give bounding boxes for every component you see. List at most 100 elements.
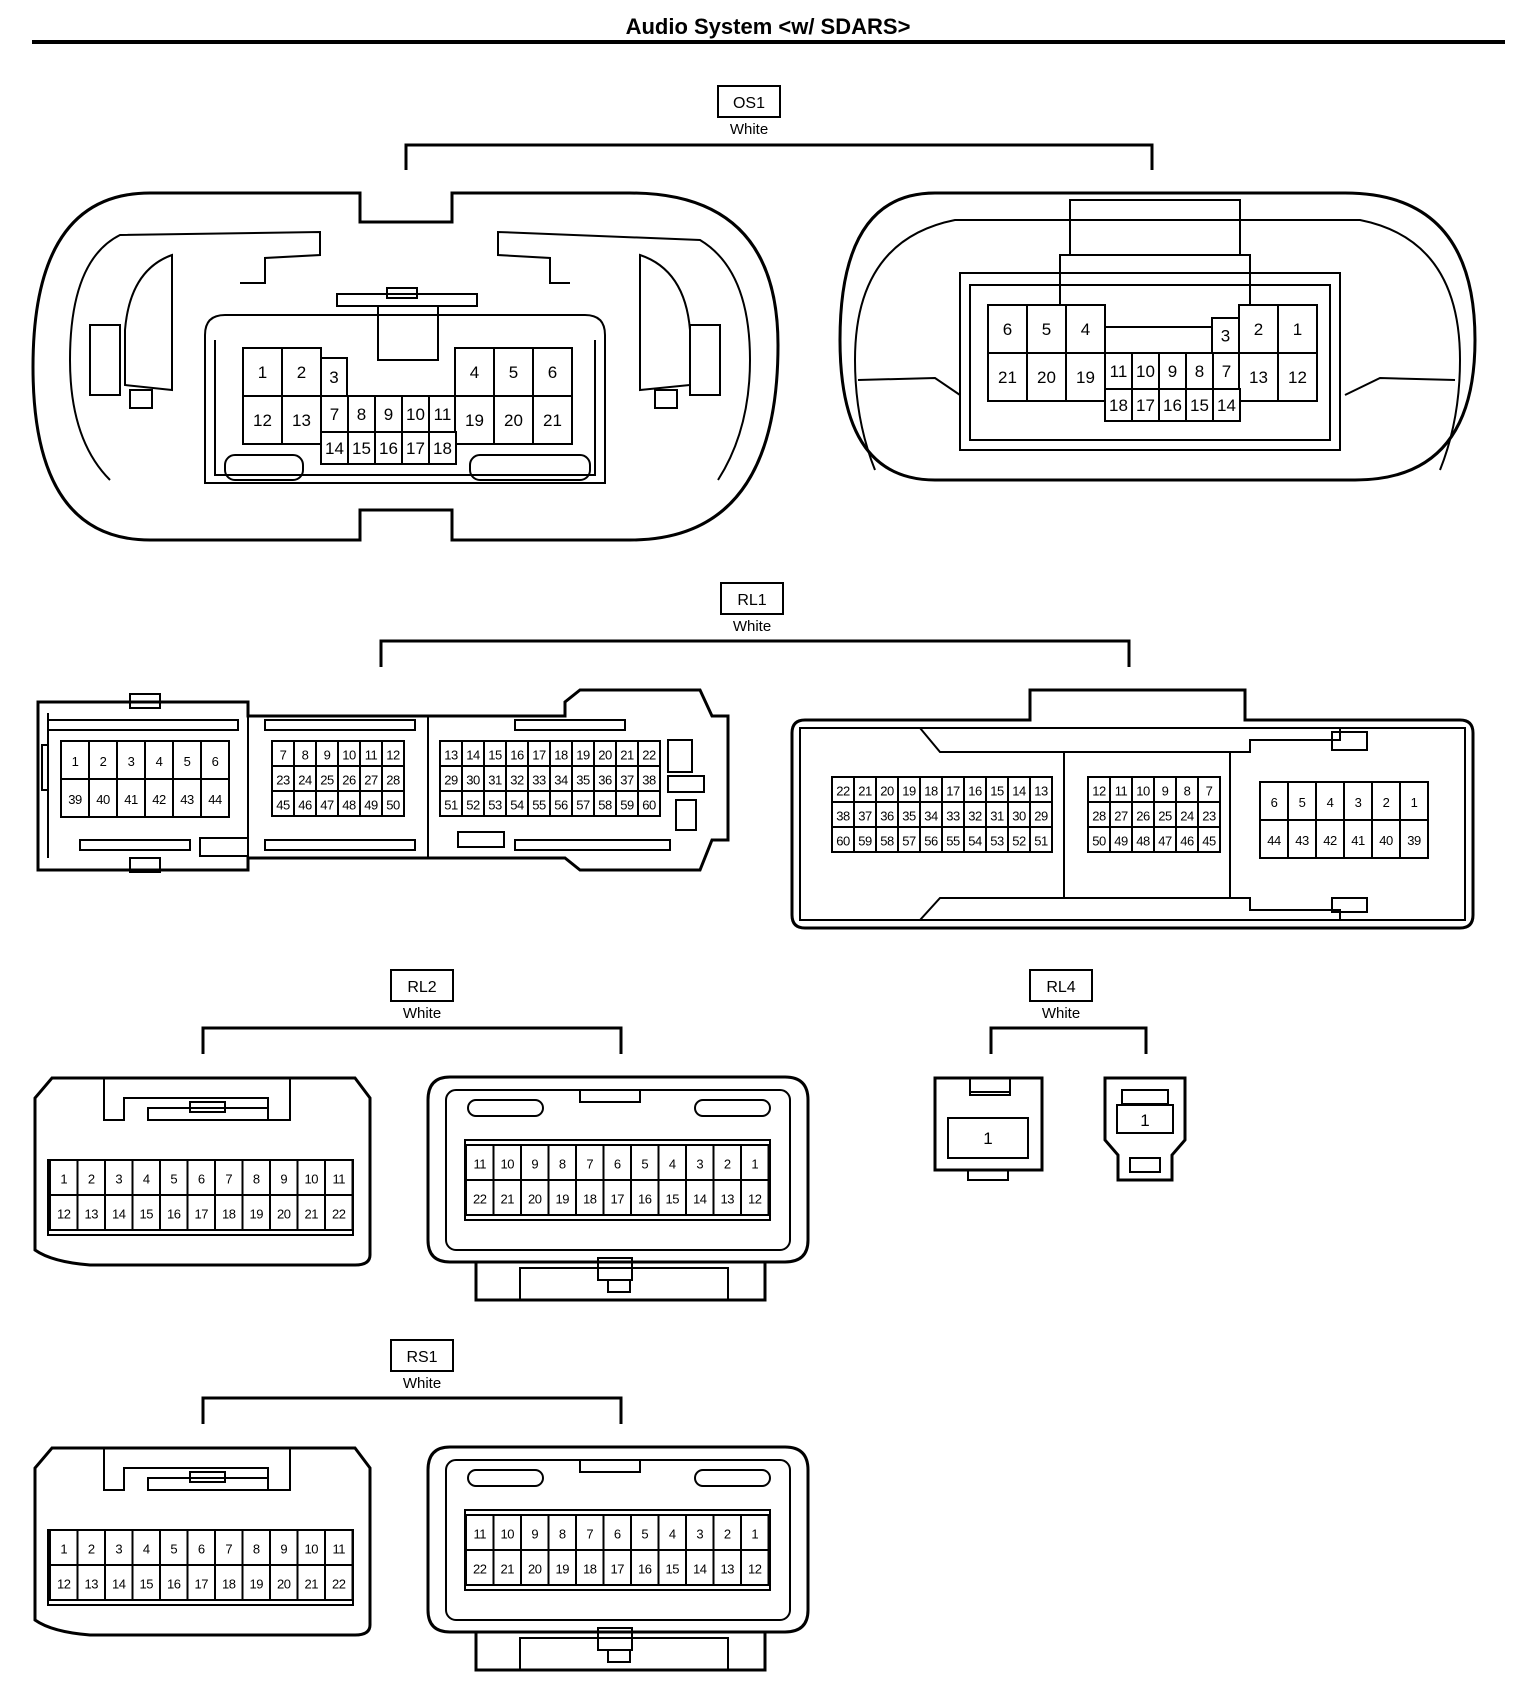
pin-label: 2: [297, 363, 306, 382]
pin-label: 10: [1136, 784, 1150, 799]
pin-label: 14: [693, 1192, 707, 1207]
pin-label: 29: [1034, 809, 1048, 824]
pin-label: 24: [1180, 809, 1194, 824]
pin-label: 52: [466, 798, 480, 813]
pin-label: 9: [531, 1157, 538, 1172]
pin-label: 44: [1267, 833, 1281, 848]
pin-label: 2: [1254, 320, 1263, 339]
pin-label: 16: [167, 1577, 181, 1592]
connector-color: White: [403, 1375, 441, 1392]
connector-bracket: [404, 143, 1154, 170]
pin-label: 29: [444, 773, 458, 788]
pin-label: 34: [554, 773, 568, 788]
pin-label: 10: [1136, 362, 1155, 381]
pin-label: 22: [332, 1577, 346, 1592]
pin-label: 17: [946, 784, 960, 799]
pin-label: 13: [292, 411, 311, 430]
pin-label: 1: [751, 1157, 758, 1172]
pin-cell: [602, 1514, 632, 1551]
pin-label: 4: [143, 1172, 150, 1187]
pin-label: 51: [1034, 834, 1048, 849]
pin-cell: [1277, 352, 1318, 402]
pin-label: 6: [198, 1542, 205, 1557]
pin-label: 33: [532, 773, 546, 788]
pin-cell: [214, 1529, 244, 1566]
pin-label: 8: [302, 748, 309, 763]
pin-cell: [324, 1529, 354, 1566]
pin-label: 22: [473, 1562, 487, 1577]
pin-label: 23: [276, 773, 290, 788]
pin-label: 10: [406, 405, 425, 424]
pin-label: 19: [1076, 368, 1095, 387]
pin-label: 9: [324, 748, 331, 763]
pin-label: 39: [68, 792, 82, 807]
pin-cell: [637, 790, 661, 817]
page-title: Audio System <w/ SDARS>: [626, 14, 911, 39]
pin-label: 4: [669, 1157, 676, 1172]
pin-cell: [49, 1564, 79, 1601]
pin-cell: [465, 1179, 495, 1216]
pin-label: 5: [641, 1527, 648, 1542]
pin-label: 55: [532, 798, 546, 813]
pin-label: 26: [342, 773, 356, 788]
pin-label: 60: [836, 834, 850, 849]
pin-label: 16: [1163, 396, 1182, 415]
pin-label: 20: [277, 1577, 291, 1592]
pin-cell: [186, 1159, 216, 1196]
pin-cell: [987, 352, 1028, 402]
pin-label: 2: [100, 754, 107, 769]
pin-cell: [602, 1179, 632, 1216]
pin-label: 3: [1355, 795, 1362, 810]
pin-label: 16: [379, 439, 398, 458]
pin-label: 11: [1115, 784, 1128, 799]
pin-label: 12: [748, 1562, 762, 1577]
pin-cell: [269, 1194, 299, 1231]
pin-label: 12: [1288, 368, 1307, 387]
pin-cell: [712, 1549, 742, 1586]
pin-cell: [381, 790, 405, 817]
pin-label: 38: [836, 809, 850, 824]
pin-label: 17: [611, 1192, 625, 1207]
pin-label: 40: [96, 792, 110, 807]
pin-label: 58: [598, 798, 612, 813]
pin-label: 9: [280, 1172, 287, 1187]
pin-label: 9: [384, 405, 393, 424]
pin-label: 9: [531, 1527, 538, 1542]
connector-id: RL2: [407, 979, 436, 996]
pin-label: 19: [556, 1562, 570, 1577]
pin-label: 41: [124, 792, 138, 807]
pin-label: 11: [474, 1157, 487, 1172]
pin-cell: [1259, 819, 1289, 859]
pin-label: 18: [1109, 396, 1128, 415]
pin-label: 1: [60, 1542, 67, 1557]
pin-label: 19: [902, 784, 916, 799]
pin-label: 20: [1037, 368, 1056, 387]
pin-label: 19: [465, 411, 484, 430]
pin-label: 18: [583, 1192, 597, 1207]
pin-label: 7: [280, 748, 287, 763]
pin-label: 8: [559, 1527, 566, 1542]
pin-label: 15: [990, 784, 1004, 799]
pin-cell: [575, 1549, 605, 1586]
pin-cell: [492, 1179, 522, 1216]
pin-label: 21: [543, 411, 562, 430]
pin-cell: [657, 1549, 687, 1586]
pin-label: 21: [998, 368, 1017, 387]
pin-label: 16: [968, 784, 982, 799]
pin-label: 6: [548, 363, 557, 382]
pin-cell: [172, 740, 202, 780]
pin-label: 14: [1012, 784, 1026, 799]
pin-label: 3: [1221, 327, 1230, 346]
pin-label: 3: [696, 1527, 703, 1542]
pin-label: 11: [434, 405, 452, 424]
pin-cell: [200, 778, 230, 818]
pin-label: 2: [724, 1157, 731, 1172]
pin-label: 3: [696, 1157, 703, 1172]
pin-label: 54: [510, 798, 524, 813]
pin-label: 37: [858, 809, 872, 824]
pin-label: 17: [195, 1207, 209, 1222]
